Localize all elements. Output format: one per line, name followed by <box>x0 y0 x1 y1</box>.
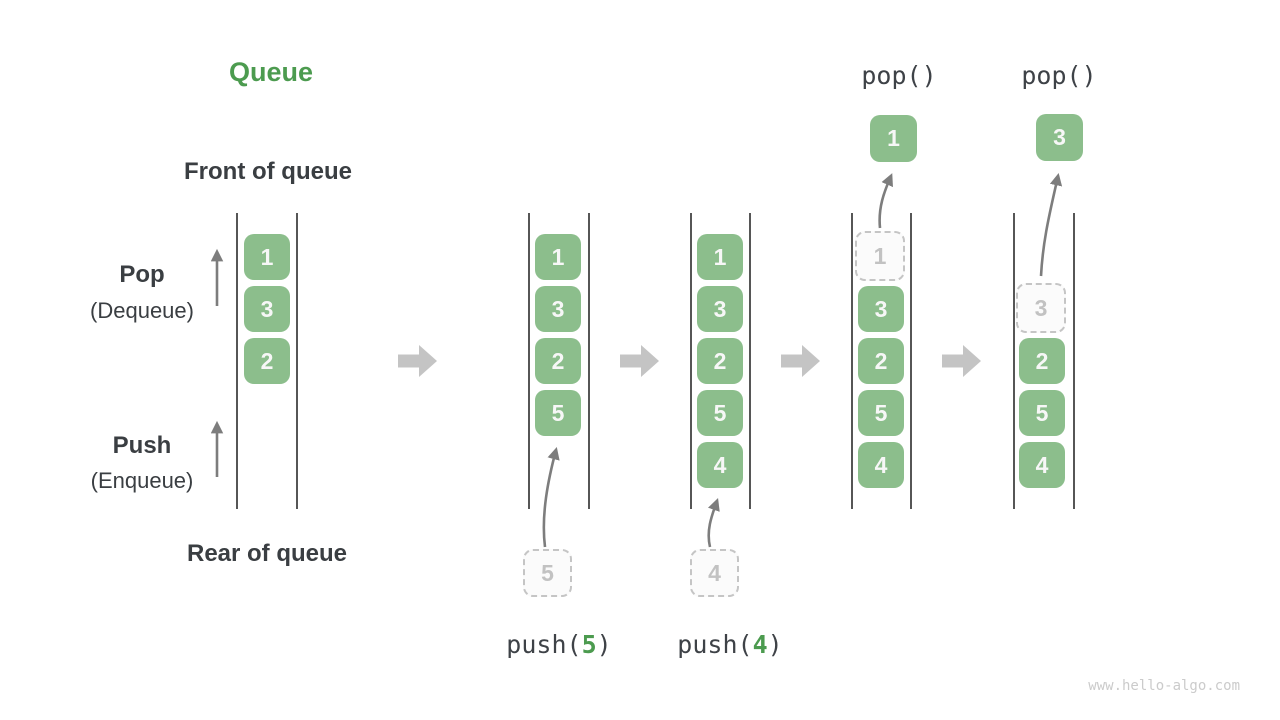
queue-rail <box>588 213 590 509</box>
push-call-label-2: push(4) <box>677 630 782 659</box>
queue-item: 5 <box>535 390 581 436</box>
queue-rail <box>851 213 853 509</box>
curved-arrow-icon <box>878 173 893 229</box>
queue-item: 3 <box>858 286 904 332</box>
queue-item-removed: 3 <box>1016 283 1066 333</box>
enqueue-label: (Enqueue) <box>90 468 194 493</box>
queue-item: 1 <box>697 234 743 280</box>
block-arrow-right-icon <box>781 345 820 377</box>
queue-item: 2 <box>244 338 290 384</box>
queue-item: 5 <box>697 390 743 436</box>
queue-item-removed: 1 <box>855 231 905 281</box>
block-arrow-right-icon <box>398 345 437 377</box>
rear-of-queue-label: Rear of queue <box>186 540 348 567</box>
queue-rail <box>236 213 238 509</box>
queue-rail <box>749 213 751 509</box>
push-call-arg: 4 <box>752 630 768 659</box>
push-call-label-1: push(5) <box>506 630 611 659</box>
dequeue-label: (Dequeue) <box>90 298 194 323</box>
queue-item: 3 <box>244 286 290 332</box>
queue-rail <box>528 213 530 509</box>
block-arrow-right-icon <box>942 345 981 377</box>
queue-item: 4 <box>858 442 904 488</box>
popped-item: 1 <box>870 115 917 162</box>
diagram-title: Queue <box>229 57 314 87</box>
queue-rail <box>1073 213 1075 509</box>
queue-item: 3 <box>697 286 743 332</box>
queue-item: 2 <box>697 338 743 384</box>
pop-label: Pop <box>119 261 165 288</box>
queue-rail <box>1013 213 1015 509</box>
queue-item: 1 <box>244 234 290 280</box>
block-arrow-right-icon <box>620 345 659 377</box>
push-call-prefix: push( <box>506 630 582 659</box>
queue-item: 5 <box>1019 390 1065 436</box>
push-call-prefix: push( <box>677 630 753 659</box>
staged-push-item: 5 <box>523 549 572 597</box>
pop-call-label-1: pop() <box>861 61 937 90</box>
queue-rail <box>296 213 298 509</box>
queue-item: 3 <box>535 286 581 332</box>
push-call-suffix: ) <box>767 630 783 659</box>
queue-item: 4 <box>697 442 743 488</box>
queue-item: 2 <box>858 338 904 384</box>
queue-item: 5 <box>858 390 904 436</box>
pop-call-label-2: pop() <box>1021 61 1097 90</box>
staged-push-item: 4 <box>690 549 739 597</box>
queue-item: 2 <box>535 338 581 384</box>
push-call-suffix: ) <box>596 630 612 659</box>
queue-item: 4 <box>1019 442 1065 488</box>
queue-rail <box>910 213 912 509</box>
watermark: www.hello-algo.com <box>1088 678 1240 694</box>
queue-item: 2 <box>1019 338 1065 384</box>
queue-item: 1 <box>535 234 581 280</box>
curved-arrow-icon <box>707 498 720 548</box>
curved-arrow-icon <box>1039 172 1063 277</box>
push-call-arg: 5 <box>581 630 597 659</box>
push-label: Push <box>112 432 172 459</box>
popped-item: 3 <box>1036 114 1083 161</box>
queue-rail <box>690 213 692 509</box>
front-of-queue-label: Front of queue <box>184 158 352 185</box>
curved-arrow-icon <box>542 446 560 548</box>
